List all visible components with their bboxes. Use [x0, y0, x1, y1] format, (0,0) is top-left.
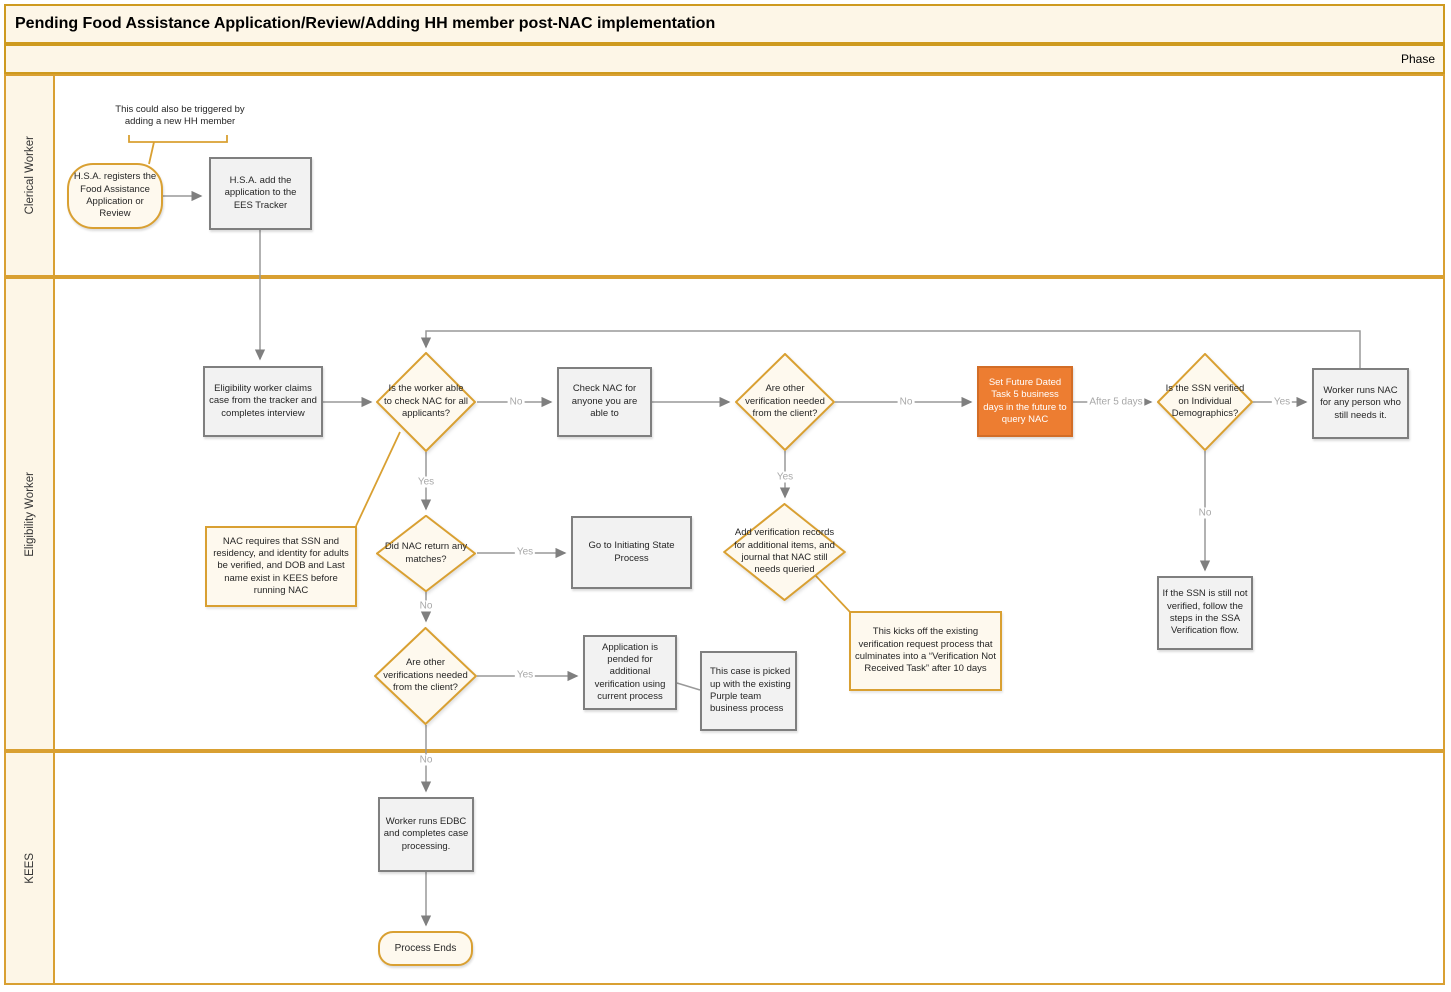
decision-add-verification-records: Add verification records for additional … — [723, 503, 846, 601]
edge-label-other-verif-yes: Yes — [774, 471, 796, 483]
process-go-to-initiating-state: Go to Initiating State Process — [571, 516, 692, 589]
note-purple-team: This case is picked up with the existing… — [700, 651, 797, 731]
title-bar: Pending Food Assistance Application/Revi… — [4, 4, 1445, 44]
edge-label-worker-able-yes: Yes — [415, 476, 437, 488]
diamond-shape — [376, 352, 476, 452]
decision-worker-able-check-nac: Is the worker able to check NAC for all … — [376, 352, 476, 452]
decision-nac-return-matches: Did NAC return any matches? — [376, 515, 476, 592]
diamond-shape — [1157, 353, 1253, 451]
lane-label-eligibility-worker: Eligibility Worker — [6, 279, 55, 749]
edge-label-ssn-verified-no: No — [1196, 507, 1214, 519]
process-claims-case: Eligibility worker claims case from the … — [203, 366, 323, 437]
lane-kees: KEES — [4, 751, 1445, 985]
diamond-shape — [376, 515, 476, 592]
diamond-shape — [374, 627, 477, 725]
lane-label-kees: KEES — [6, 753, 55, 983]
note-nac-requirements: NAC requires that SSN and residency, and… — [205, 526, 357, 607]
decision-ssn-verified: Is the SSN verified on Individual Demogr… — [1157, 353, 1253, 451]
note-verification-kickoff: This kicks off the existing verification… — [849, 611, 1002, 691]
diamond-shape — [723, 503, 846, 601]
process-add-to-ees-tracker: H.S.A. add the application to the EES Tr… — [209, 157, 312, 230]
decision-other-verification-needed: Are other verification needed from the c… — [735, 353, 835, 451]
edge-label-other-verif-no: No — [897, 396, 915, 408]
edge-label-after-5-days: After 5 days — [1087, 396, 1145, 408]
edge-label-ssn-verified-yes: Yes — [1271, 396, 1293, 408]
phase-label: Phase — [1400, 52, 1435, 66]
process-worker-runs-nac: Worker runs NAC for any person who still… — [1312, 368, 1409, 439]
edge-label-other-verifs2-no: No — [417, 754, 435, 766]
callout-trigger-note: This could also be triggered by adding a… — [115, 103, 245, 127]
process-ssa-verification-flow: If the SSN is still not verified, follow… — [1157, 576, 1253, 650]
decision-other-verifications-needed: Are other verifications needed from the … — [374, 627, 477, 725]
lane-label-clerical-worker: Clerical Worker — [6, 76, 55, 275]
edge-label-nac-matches-no: No — [417, 600, 435, 612]
end-terminator: Process Ends — [378, 931, 473, 966]
process-worker-runs-edbc: Worker runs EDBC and completes case proc… — [378, 797, 474, 872]
edge-label-nac-matches-yes: Yes — [514, 546, 536, 558]
edge-label-other-verifs2-yes: Yes — [514, 669, 536, 681]
start-terminator: H.S.A. registers the Food Assistance App… — [67, 163, 163, 229]
process-set-future-dated-task: Set Future Dated Task 5 business days in… — [977, 366, 1073, 437]
callout-pointer-lines — [128, 135, 851, 613]
process-check-nac: Check NAC for anyone you are able to — [557, 367, 652, 437]
phase-bar: Phase — [4, 44, 1445, 74]
diamond-shape — [735, 353, 835, 451]
process-application-pended: Application is pended for additional ver… — [583, 635, 677, 710]
edge-label-worker-able-no: No — [507, 396, 525, 408]
diagram-title: Pending Food Assistance Application/Revi… — [15, 15, 716, 32]
